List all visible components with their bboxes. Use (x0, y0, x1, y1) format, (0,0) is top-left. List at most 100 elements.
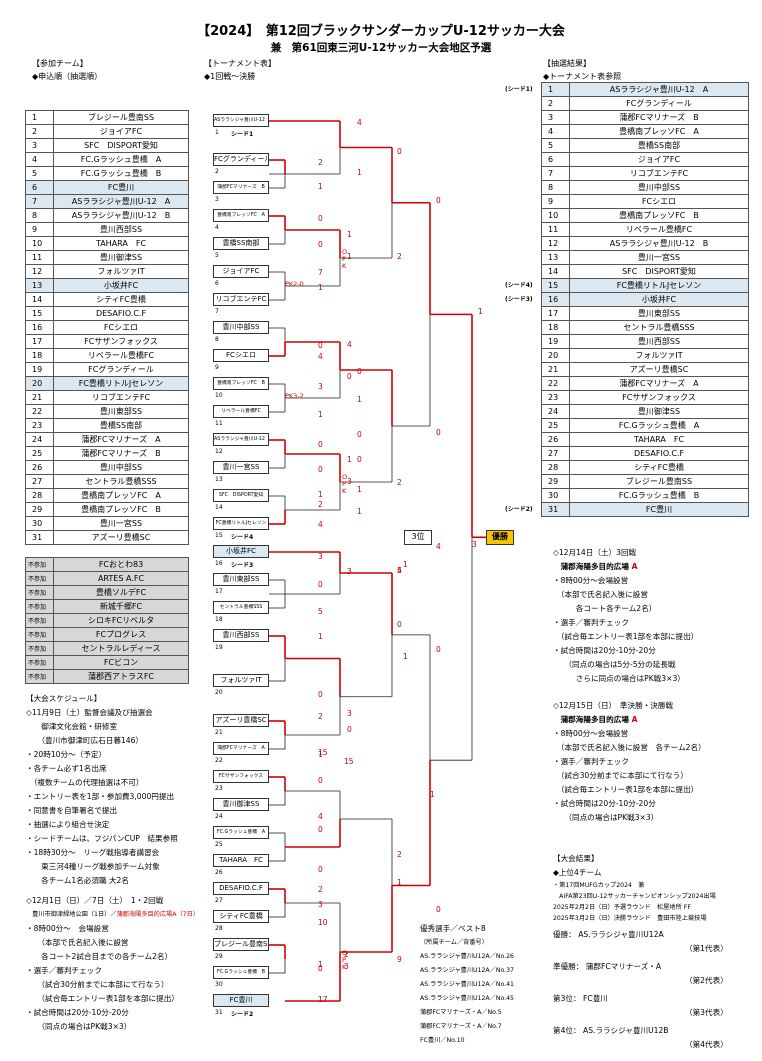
match-score: 2 (397, 478, 402, 487)
match-score: 5 (318, 607, 323, 616)
dec1-line: ・8時00分～ 会場設営 (26, 924, 109, 933)
nonparticipant-label: 不参加 (25, 585, 54, 600)
opk-note: O P K (342, 949, 348, 971)
schedule-line: ・選手／審判チェック (553, 618, 629, 627)
bracket-team: フォルツァIT (213, 674, 269, 687)
best8-sub: （所属チーム／背番号） (420, 939, 488, 946)
schedule-line: 各コート各チーム2名） (553, 604, 657, 613)
bracket-team-no: 16 (215, 560, 223, 567)
match-score: 1 (403, 560, 408, 569)
best8-row: 蒲郡FCマリナーズ・A／No.7 (420, 1023, 502, 1030)
place-rep: （第1代表） (685, 944, 728, 953)
bracket-team: 豊橋南プレッソFC B (213, 377, 269, 390)
match-score: 4 (436, 542, 441, 551)
nonparticipant-name: シロキFCリベルタ (53, 613, 189, 628)
bracket-team-no: 17 (215, 588, 223, 595)
match-score: 3 (318, 382, 323, 391)
schedule-line: （試合毎エントリー表1部を本部に提出） (553, 785, 699, 794)
schedule-line: 御津文化会館・研修室 (26, 722, 118, 731)
match-score: 3 (347, 477, 352, 486)
bracket-team: リコブエンテFC (213, 293, 269, 306)
match-score: 4 (318, 812, 323, 821)
bracket-team: FCサザンフォックス (213, 770, 269, 783)
bracket-seed-label: シード4 (231, 534, 254, 541)
place-team: AS.ララシジャ豊川U12A (575, 930, 664, 939)
best8-row: AS.ララシジャ豊川U12A／No.41 (420, 981, 514, 988)
schedule-line: ◇12月15日（日） 準決勝・決勝戦 (553, 701, 674, 710)
schedule-line: （複数チームの代理抽選は不可） (26, 778, 144, 787)
match-score: 15 (318, 748, 328, 757)
match-score: 0 (436, 905, 441, 914)
bracket-team-no: 14 (215, 504, 223, 511)
bracket-team: 豊橋南プレッソFC A (213, 209, 269, 222)
bracket-team-no: 31 (215, 1009, 223, 1016)
bracket-team-no: 6 (215, 280, 219, 287)
match-score: 0 (318, 825, 323, 834)
bracket-team: TAHARA FC (213, 854, 269, 867)
match-score: 2 (318, 158, 323, 167)
bracket-team-no: 10 (215, 392, 223, 399)
result-seed: (シード1) (505, 86, 533, 93)
bracket-team-no: 4 (215, 224, 219, 231)
result-seed: (シード4) (505, 282, 533, 289)
match-score: 1 (318, 410, 323, 419)
match-score: 0 (436, 645, 441, 654)
match-score: 0 (397, 147, 402, 156)
match-score: 1 (357, 485, 362, 494)
bracket-team-no: 26 (215, 869, 223, 876)
bracket-team: 豊川東部SS (213, 573, 269, 586)
final-note: 2025年2月2日（日）予選ラウンド 松屋地所 FF (553, 904, 691, 911)
match-score: 1 (318, 750, 323, 759)
participants-heading: 【参加チーム】 (32, 59, 88, 68)
final-note: ・第17回MUFGカップ2024 兼 (553, 882, 645, 889)
match-score: 1 (347, 252, 352, 261)
bracket-team: 小坂井FC (213, 545, 269, 558)
schedule-line: ・選手／審判チェック (553, 757, 629, 766)
schedule-line: ◇11月9日（土）監督会議及び抽選会 (26, 708, 153, 717)
final-heading: 【大会結果】 (553, 854, 599, 863)
match-score: 0 (318, 964, 323, 973)
place-rep: （第4代表） (685, 1040, 728, 1049)
schedule-line: ・8時00分～会場設営 (553, 576, 629, 585)
match-score: 3 (347, 567, 352, 576)
dec1-line: ・試合時間は20分-10分-20分 (26, 1008, 129, 1017)
schedule-line: （本部で氏名記入後に設営 各チーム2名） (553, 743, 706, 752)
schedule-line: 各チーム1名必須職 大2名 (26, 876, 129, 885)
bracket-team: アズーリ豊橋SC (213, 714, 269, 727)
match-score: 2 (397, 850, 402, 859)
match-score: 1 (357, 168, 362, 177)
schedule-line: ・20時10分～（予定） (26, 750, 107, 759)
bracket-team-no: 8 (215, 336, 219, 343)
bracket-team: 豊川西部SS (213, 629, 269, 642)
result-name: リベラール豊橋FC (569, 222, 749, 237)
result-name: 小坂井FC (569, 292, 749, 307)
match-score: 0 (318, 776, 323, 785)
match-score: 17 (318, 995, 328, 1004)
match-score: 0 (318, 240, 323, 249)
bracket-team: ジョイアFC (213, 265, 269, 278)
tournament-heading: 【トーナメント表】 (204, 59, 276, 68)
result-name: SFC DISPORT愛知 (569, 264, 749, 279)
match-score: 0 (318, 690, 323, 699)
match-score: 7 (318, 268, 323, 277)
result-no: 16 (541, 292, 570, 307)
match-score: 0 (347, 725, 352, 734)
nonparticipant-name: セントラルレディース (53, 641, 189, 656)
bracket-team: SFC DISPORT愛知 (213, 489, 269, 502)
match-score: 0 (318, 214, 323, 223)
result-no: 20 (541, 348, 570, 363)
